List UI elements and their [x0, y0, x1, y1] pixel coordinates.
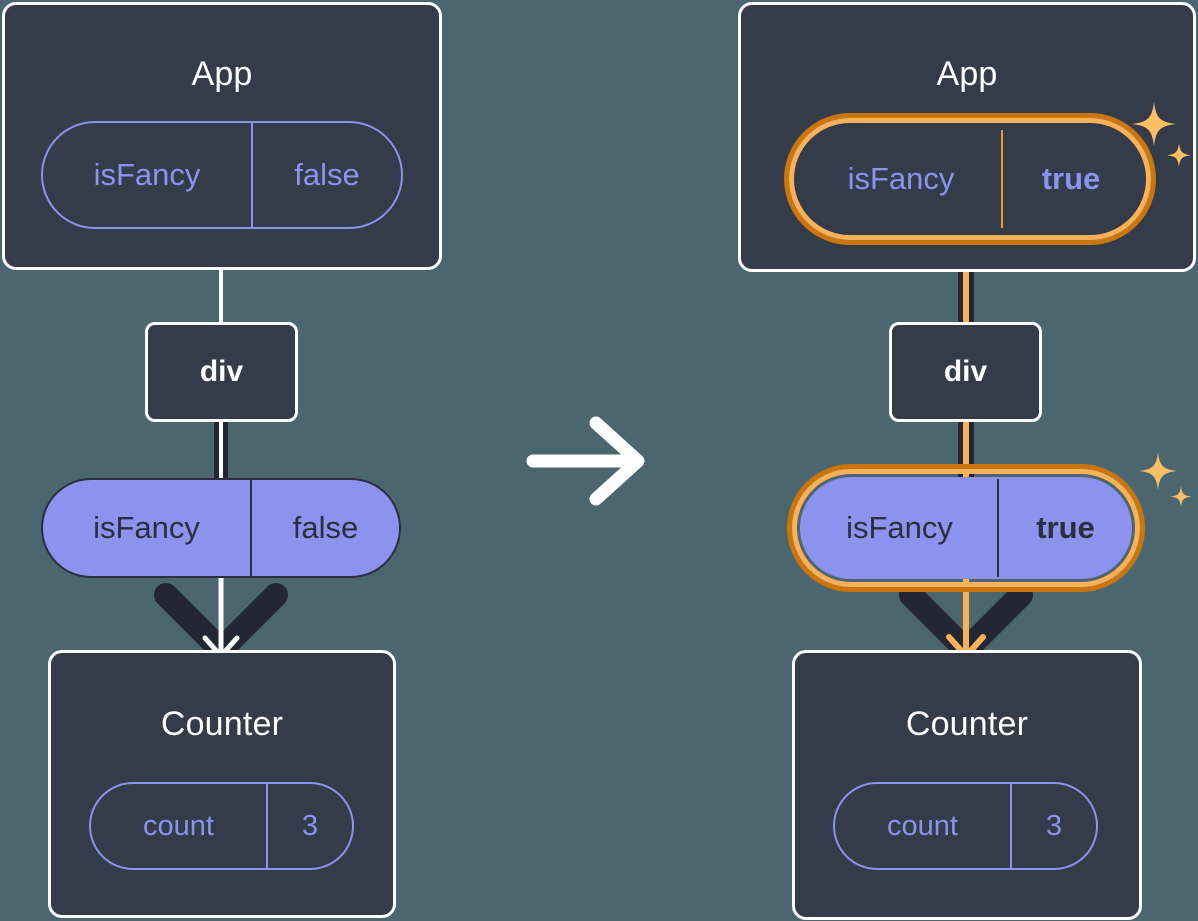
prop-pill-before: isFancy false — [41, 478, 401, 578]
div-label-before: div — [199, 355, 244, 388]
counter-title-after: Counter — [905, 705, 1029, 743]
app-prop-pill-after: isFancy true — [799, 128, 1141, 230]
prop-pill-after: isFancy true — [800, 477, 1132, 579]
app-prop-pill-before: isFancy false — [41, 121, 403, 229]
div-label-after: div — [943, 355, 988, 388]
div-box-after: div — [889, 322, 1042, 422]
counter-state-value-after: 3 — [1010, 784, 1096, 868]
prop-pill-value-before: false — [250, 480, 399, 576]
app-title-before: App — [191, 55, 253, 93]
app-prop-key-after: isFancy — [847, 161, 955, 196]
app-title-after: App — [936, 55, 998, 93]
counter-state-key-after: count — [887, 809, 958, 842]
div-box-before: div — [145, 322, 298, 422]
app-prop-key-before: isFancy — [93, 157, 201, 192]
counter-state-value-before: 3 — [266, 784, 352, 868]
prop-pill-key-before: isFancy — [93, 510, 200, 545]
app-prop-value-before: false — [251, 123, 401, 227]
counter-title-before: Counter — [160, 705, 284, 743]
arrow-right-icon — [526, 416, 645, 506]
counter-state-pill-after: count 3 — [833, 782, 1098, 870]
counter-state-pill-before: count 3 — [89, 782, 354, 870]
app-box-after: App — [738, 2, 1196, 272]
prop-pill-value-after: true — [997, 479, 1132, 577]
prop-pill-key-after: isFancy — [846, 510, 953, 545]
counter-state-key-before: count — [143, 809, 214, 842]
app-prop-value-after: true — [1001, 130, 1139, 228]
